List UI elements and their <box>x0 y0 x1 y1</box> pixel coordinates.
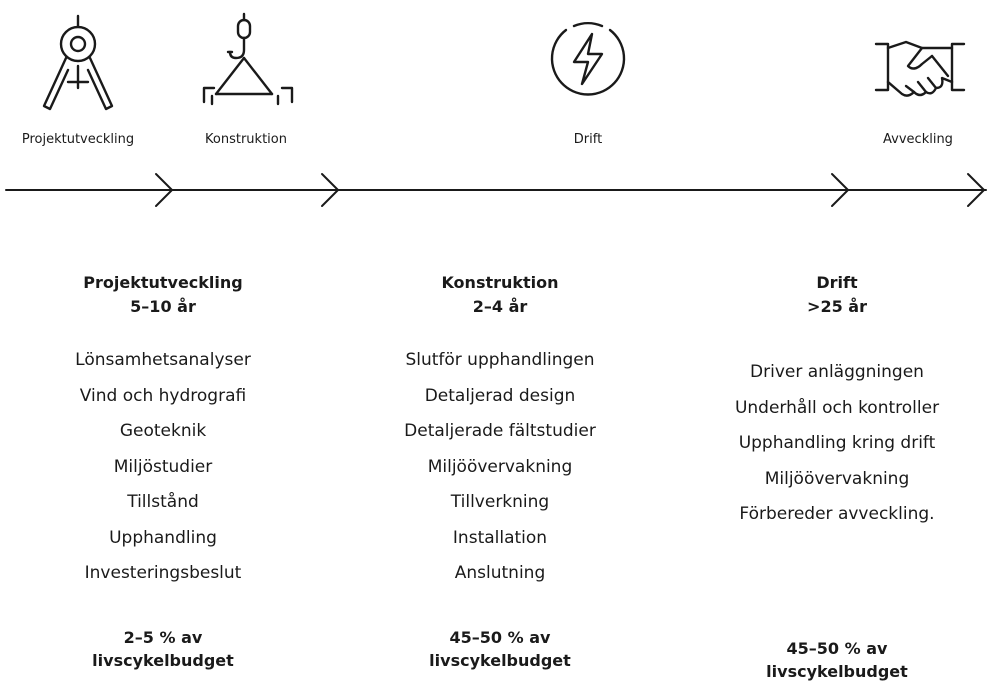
phase-duration: >25 år <box>807 297 867 316</box>
list-item: Geoteknik <box>119 421 207 441</box>
list-item: Miljöövervakning <box>764 468 910 489</box>
list-item: Slutför upphandlingen <box>405 350 595 370</box>
stage-label-konstruktion: Konstruktion <box>205 132 287 147</box>
arrow-head-1 <box>155 173 173 207</box>
phase-duration: 5–10 år <box>130 297 196 316</box>
budget-share: 45–50 % av livscykelbudget <box>707 637 967 683</box>
list-item: Detaljerad design <box>424 385 576 406</box>
list-item: Upphandling kring drift <box>738 433 936 453</box>
crane-hook-icon <box>198 12 298 112</box>
phase-title: Drift <box>816 273 858 292</box>
activity-list: Slutför upphandlingen Detaljerad design … <box>370 343 630 592</box>
activity-list: Driver anläggningen Underhåll och kontro… <box>707 355 967 533</box>
stage-label-avveckling: Avveckling <box>883 132 953 147</box>
budget-share: 45–50 % av livscykelbudget <box>370 626 630 672</box>
budget-share-value: 45–50 % av <box>786 639 888 658</box>
phase-title: Konstruktion <box>441 273 559 292</box>
list-item: Investeringsbeslut <box>84 563 242 583</box>
arrow-head-3 <box>831 173 849 207</box>
stage-label-projektutveckling: Projektutveckling <box>21 132 135 147</box>
list-item: Vind och hydrografi <box>79 385 247 406</box>
phase-column-konstruktion: Konstruktion 2–4 år Slutför upphandlinge… <box>370 271 630 688</box>
list-item: Förbereder avveckling. <box>739 504 935 524</box>
phase-title: Projektutveckling <box>83 273 243 292</box>
budget-share-label: livscykelbudget <box>92 651 234 670</box>
phase-column-projektutveckling: Projektutveckling 5–10 år Lönsamhetsanal… <box>33 271 293 688</box>
list-item: Miljöövervakning <box>427 456 573 477</box>
list-item: Installation <box>452 527 548 548</box>
phase-duration: 2–4 år <box>472 297 528 316</box>
list-item: Lönsamhetsanalyser <box>75 350 251 370</box>
budget-share-label: livscykelbudget <box>429 651 571 670</box>
handshake-icon <box>872 34 968 104</box>
list-item: Upphandling <box>109 527 217 548</box>
compass-icon <box>38 12 118 118</box>
budget-share-value: 45–50 % av <box>449 628 551 647</box>
list-item: Tillverkning <box>450 492 550 512</box>
activity-list: Lönsamhetsanalyser Vind och hydrografi G… <box>33 343 293 592</box>
timeline-arrow <box>5 173 987 207</box>
arrow-head-2 <box>321 173 339 207</box>
list-item: Tillstånd <box>127 492 199 512</box>
budget-share-label: livscykelbudget <box>766 662 908 681</box>
list-item: Underhåll och kontroller <box>734 397 940 418</box>
phase-column-drift: Drift >25 år Driver anläggningen Underhå… <box>707 271 967 688</box>
list-item: Anslutning <box>454 563 546 583</box>
list-item: Driver anläggningen <box>750 362 924 382</box>
budget-share-value: 2–5 % av <box>123 628 203 647</box>
lightning-icon <box>548 18 628 100</box>
arrow-head-4 <box>967 173 985 207</box>
list-item: Miljöstudier <box>113 456 213 477</box>
stage-label-drift: Drift <box>573 132 603 147</box>
list-item: Detaljerade fältstudier <box>404 421 596 441</box>
budget-share: 2–5 % av livscykelbudget <box>33 626 293 672</box>
